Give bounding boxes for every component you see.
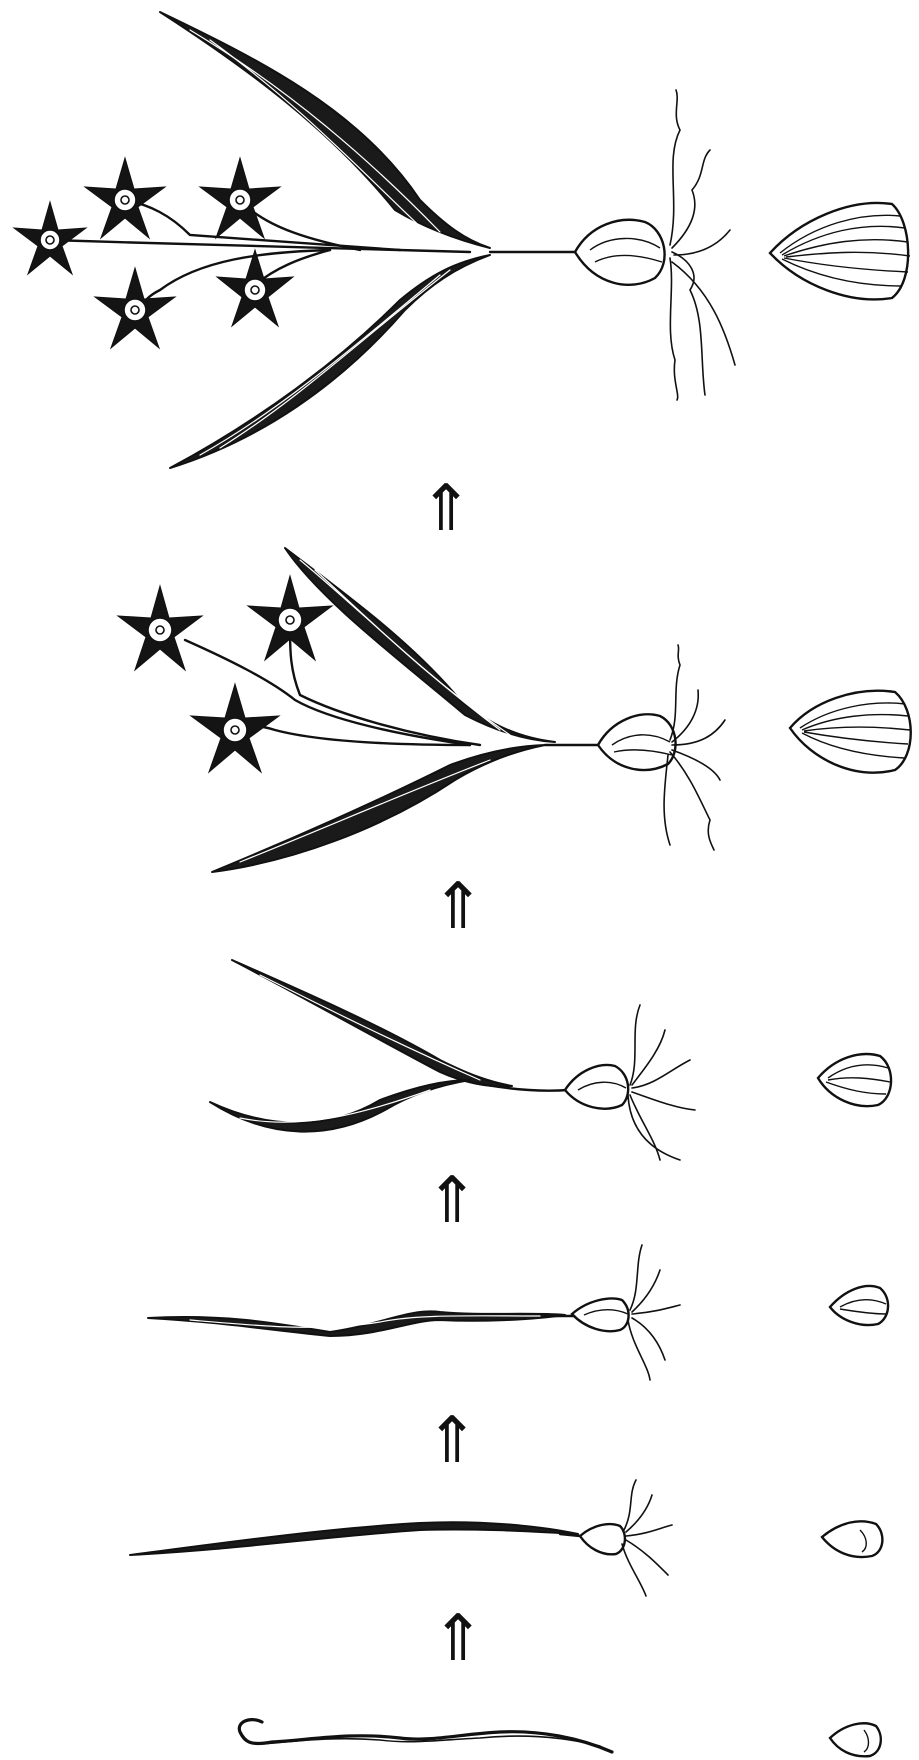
stage-3-bulb — [572, 1299, 629, 1332]
stage-2-detached-bulb — [822, 1521, 882, 1557]
stage-2-roots — [622, 1480, 672, 1596]
stage-1-detached-bulb — [830, 1723, 881, 1756]
stage-6-bulb — [575, 220, 665, 285]
stage-1-plant — [239, 1720, 880, 1757]
stage-5-flower-1 — [118, 586, 202, 670]
stage-6-roots — [670, 90, 735, 400]
stage-6-detached-bulb — [770, 203, 908, 299]
stage-3-roots — [628, 1245, 680, 1380]
stage-5-plant — [118, 548, 911, 872]
growth-arrow-5: ⇑ — [419, 472, 473, 546]
stage-3-detached-bulb — [830, 1286, 888, 1325]
stage-4-roots — [628, 1005, 695, 1160]
stage-2-plant — [130, 1480, 882, 1596]
stage-6-plant — [14, 12, 910, 468]
stage-4-bulb — [565, 1065, 628, 1109]
stage-4-upper-leaf — [232, 960, 512, 1086]
stage-2-leaf — [130, 1522, 578, 1555]
stage-6-lower-leaf — [170, 255, 490, 468]
growth-arrow-4: ⇑ — [431, 870, 485, 944]
growth-arrow-1: ⇑ — [431, 1602, 485, 1676]
stage-4-plant — [210, 960, 891, 1160]
stage-6-flower-3 — [200, 158, 280, 238]
stage-2-bulb — [580, 1524, 625, 1554]
stage-6-upper-leaf — [160, 12, 490, 248]
growth-arrow-2: ⇑ — [425, 1404, 479, 1478]
stage-1-shoot — [239, 1720, 612, 1752]
stage-6-flower-1 — [14, 202, 86, 274]
stage-6-flower-4 — [95, 268, 175, 348]
growth-arrow-3: ⇑ — [425, 1164, 479, 1238]
stage-4-lower-leaf — [210, 1080, 470, 1132]
stage-3-plant — [148, 1245, 888, 1380]
stage-3-leaf — [148, 1311, 565, 1336]
stage-6-flower-2 — [85, 158, 165, 238]
stage-5-bulb — [598, 714, 676, 770]
